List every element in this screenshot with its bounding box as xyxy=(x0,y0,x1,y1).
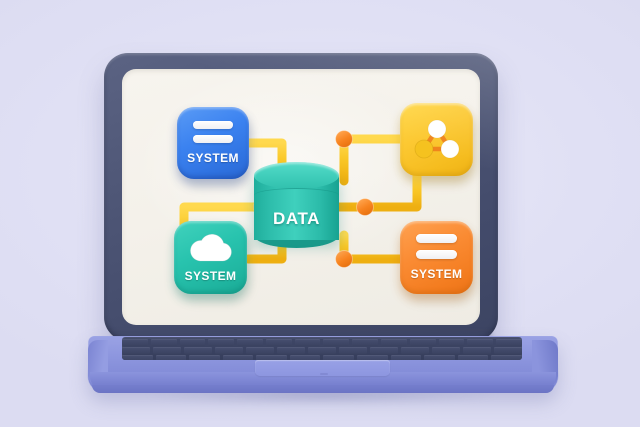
document-lines-icon xyxy=(416,250,457,259)
trackpad-notch xyxy=(320,373,328,375)
cloud-icon xyxy=(189,234,232,262)
junction-dot xyxy=(335,250,353,268)
keyboard-row xyxy=(122,347,522,354)
data-integration-diagram: SYSTEM xyxy=(122,69,480,325)
keyboard-row xyxy=(122,339,522,346)
node-card-yellow-network[interactable] xyxy=(400,103,473,176)
laptop-keyboard[interactable] xyxy=(122,337,522,360)
pipe-yellow-to-data xyxy=(339,134,405,186)
node-card-orange-system[interactable]: SYSTEM xyxy=(400,221,473,294)
base-front-edge xyxy=(92,385,554,393)
keyboard-row xyxy=(122,355,522,360)
node-card-blue-system[interactable]: SYSTEM xyxy=(177,107,249,179)
database-cylinder[interactable]: DATA xyxy=(254,162,339,252)
junction-dot xyxy=(356,198,374,216)
laptop-screen-bezel: SYSTEM xyxy=(104,53,498,341)
node-label-teal: SYSTEM xyxy=(184,269,237,283)
network-nodes-icon xyxy=(414,119,459,158)
cylinder-band xyxy=(254,188,339,203)
node-label-orange: SYSTEM xyxy=(410,267,463,281)
laptop-trackpad[interactable] xyxy=(255,360,390,376)
node-label-blue: SYSTEM xyxy=(187,151,239,165)
pipe-orange-to-data xyxy=(339,230,405,264)
node-card-teal-system[interactable]: SYSTEM xyxy=(174,221,247,294)
document-lines-icon xyxy=(193,135,233,143)
document-lines-icon xyxy=(416,234,457,243)
hinge-shadow xyxy=(112,332,492,340)
laptop-screen: SYSTEM xyxy=(122,69,480,325)
document-lines-icon xyxy=(193,121,233,129)
cylinder-top xyxy=(254,162,339,189)
database-label: DATA xyxy=(272,209,321,228)
junction-dot xyxy=(335,130,353,148)
